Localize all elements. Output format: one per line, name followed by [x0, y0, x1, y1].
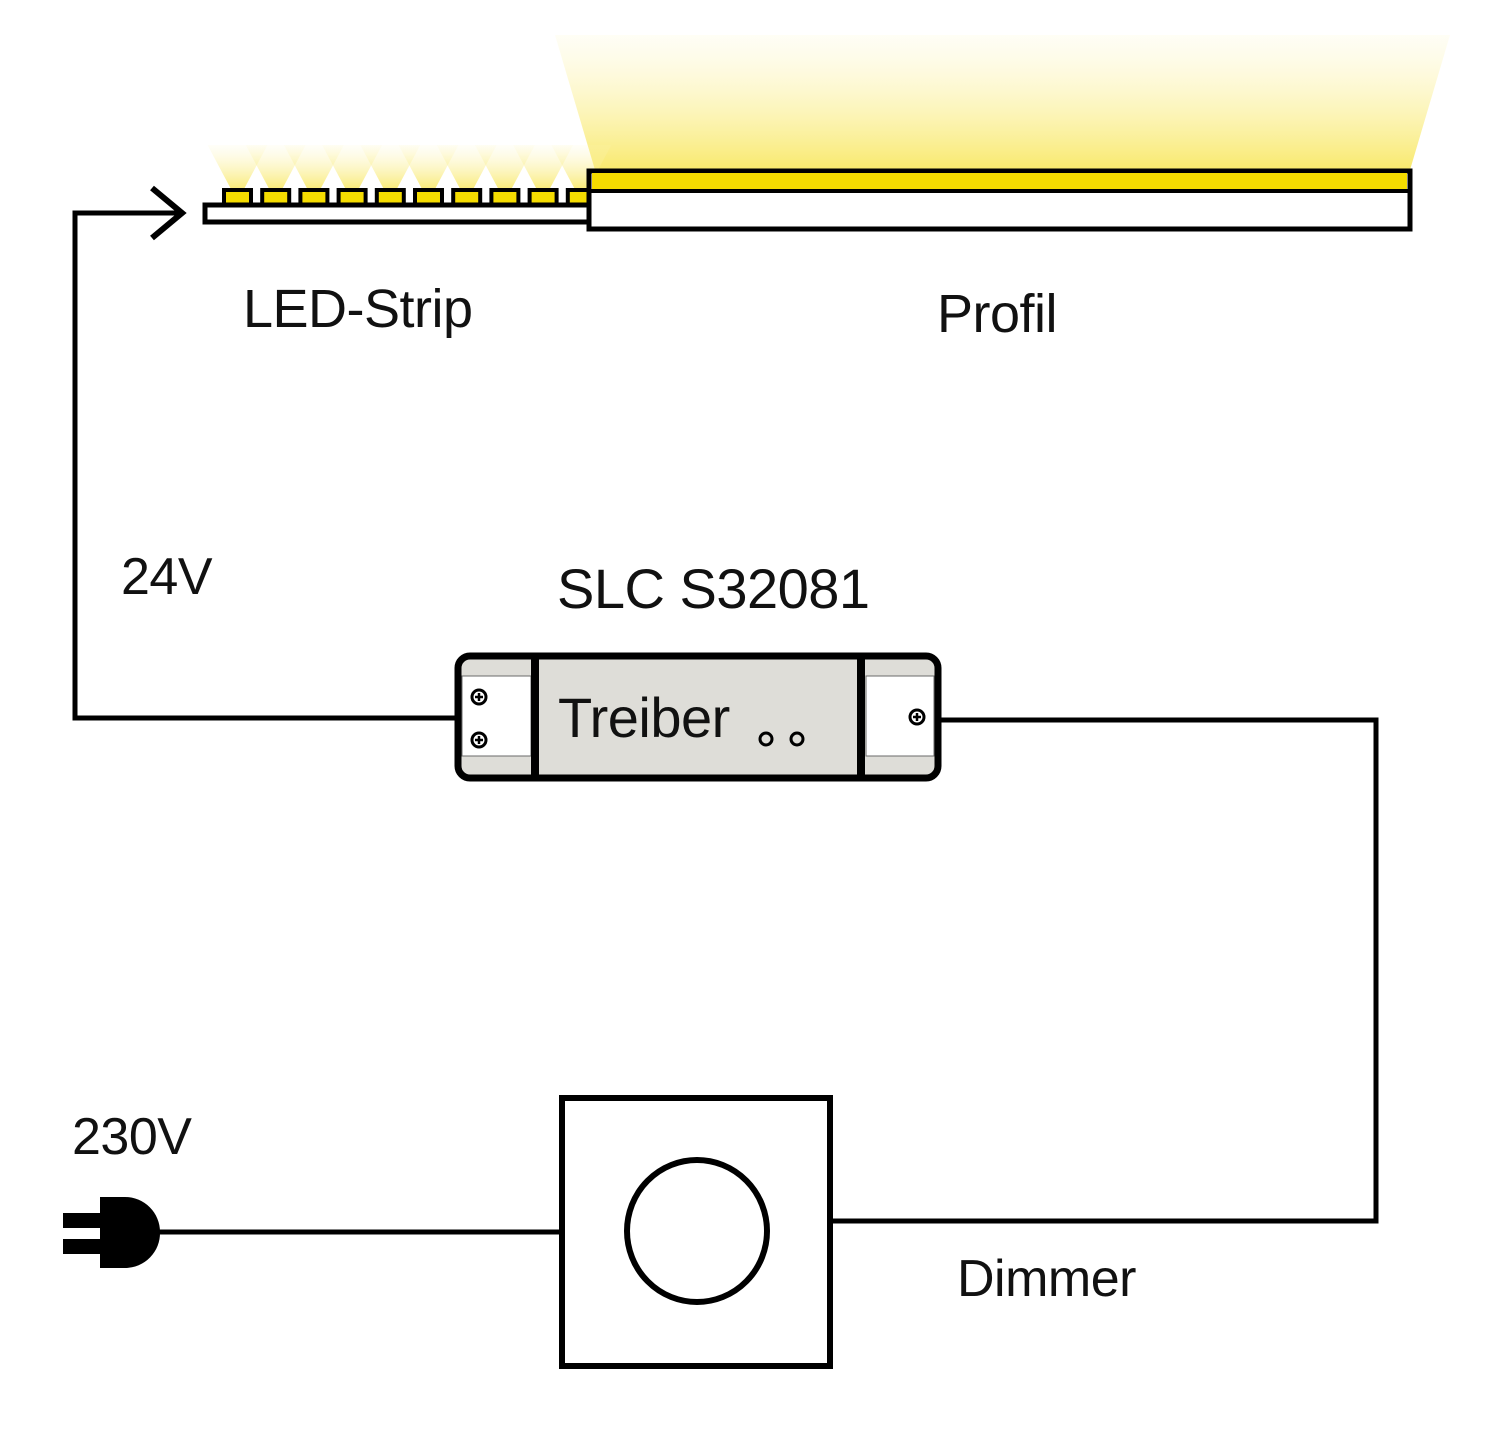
indicator-led-icon — [758, 731, 774, 747]
led-light-cone — [551, 145, 612, 190]
voltage-24v-label: 24V — [121, 548, 213, 606]
led-chips — [222, 188, 592, 207]
power-plug-icon — [63, 1197, 161, 1268]
dimmer-label: Dimmer — [957, 1250, 1136, 1308]
rotary-knob-icon — [624, 1157, 770, 1305]
led-strip-pcb — [202, 202, 593, 225]
indicator-led-icon — [789, 731, 805, 747]
driver-unit — [454, 652, 942, 782]
dimmer-frame — [559, 1095, 833, 1369]
screw-icon — [470, 731, 488, 749]
driver-housing — [454, 652, 942, 782]
wire-24v — [72, 210, 458, 721]
screw-icon — [908, 708, 926, 726]
arrow-head-icon — [150, 185, 187, 241]
profile-label: Profil — [937, 284, 1058, 344]
profile-diffuser — [592, 173, 1407, 191]
led-light-cones — [207, 145, 612, 190]
wire-driver-dimmer — [832, 717, 1379, 1224]
driver-label: Treiber — [558, 686, 730, 749]
profile-light-glow — [555, 35, 1450, 170]
led-strip-label: LED-Strip — [243, 279, 473, 339]
driver-model-label: SLC S32081 — [557, 557, 870, 620]
screw-icon — [470, 688, 488, 706]
profile — [586, 168, 1413, 232]
dimmer-unit — [559, 1095, 833, 1369]
voltage-230v-label: 230V — [72, 1108, 192, 1166]
